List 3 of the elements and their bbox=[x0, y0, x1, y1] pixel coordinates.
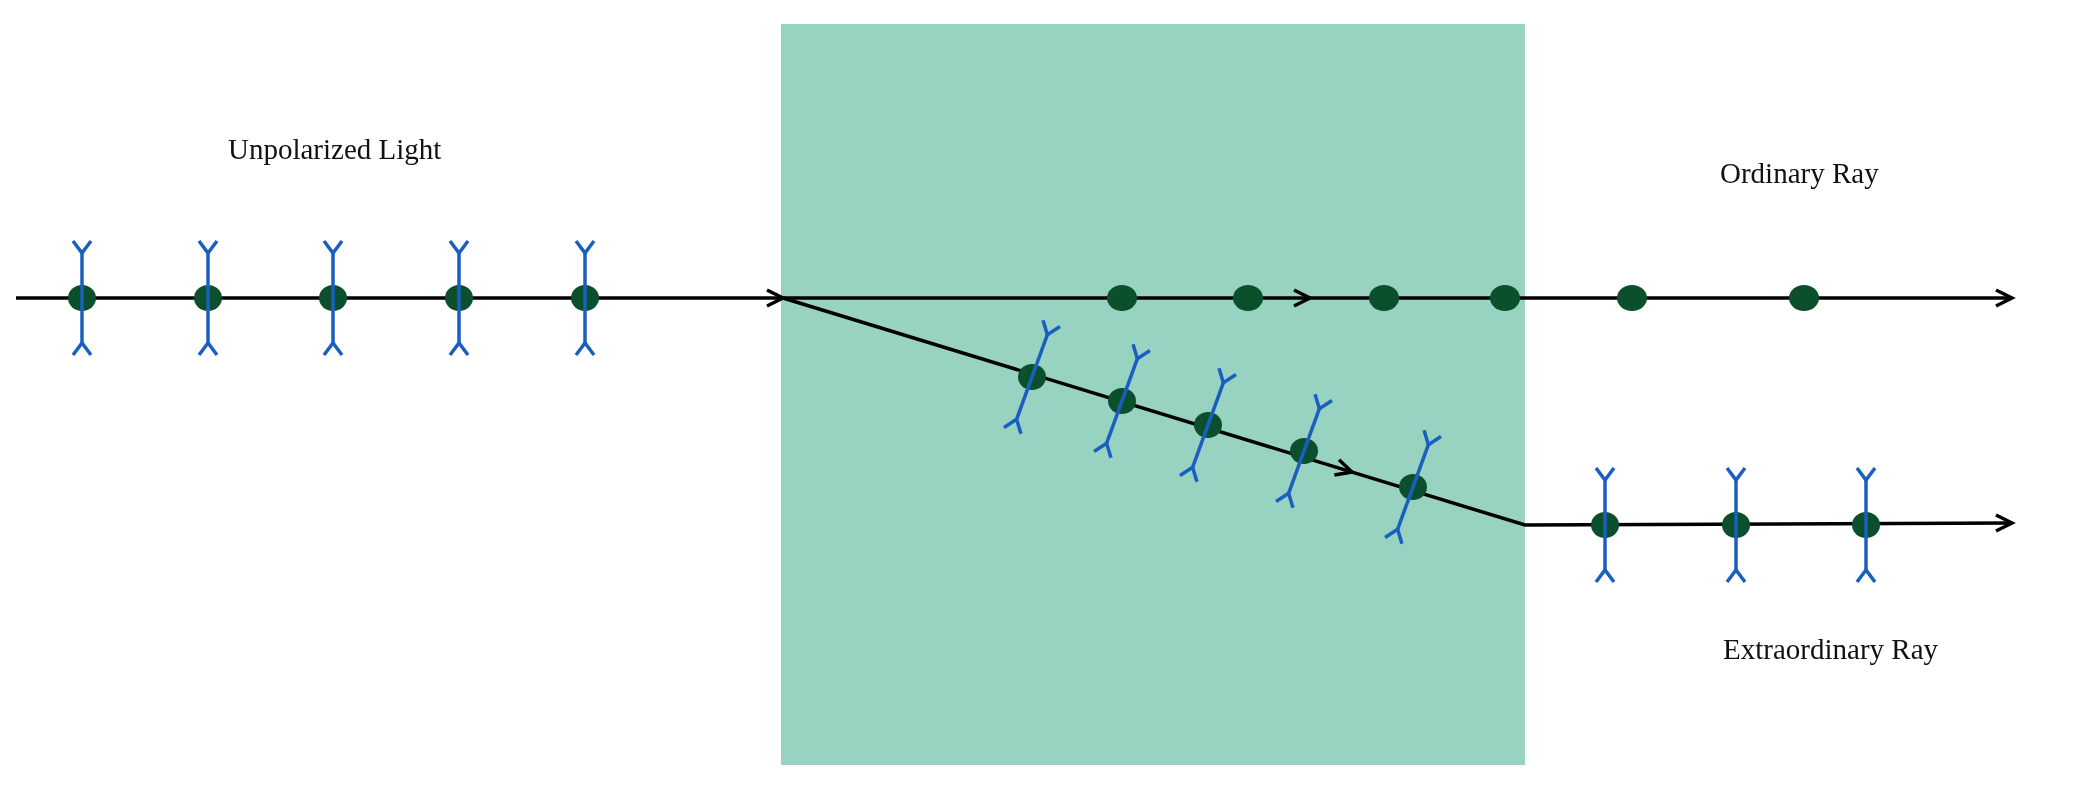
ray-label: Unpolarized Light bbox=[228, 133, 442, 166]
ray-label: Ordinary Ray bbox=[1720, 157, 1879, 190]
ray-label: Extraordinary Ray bbox=[1723, 633, 1938, 666]
